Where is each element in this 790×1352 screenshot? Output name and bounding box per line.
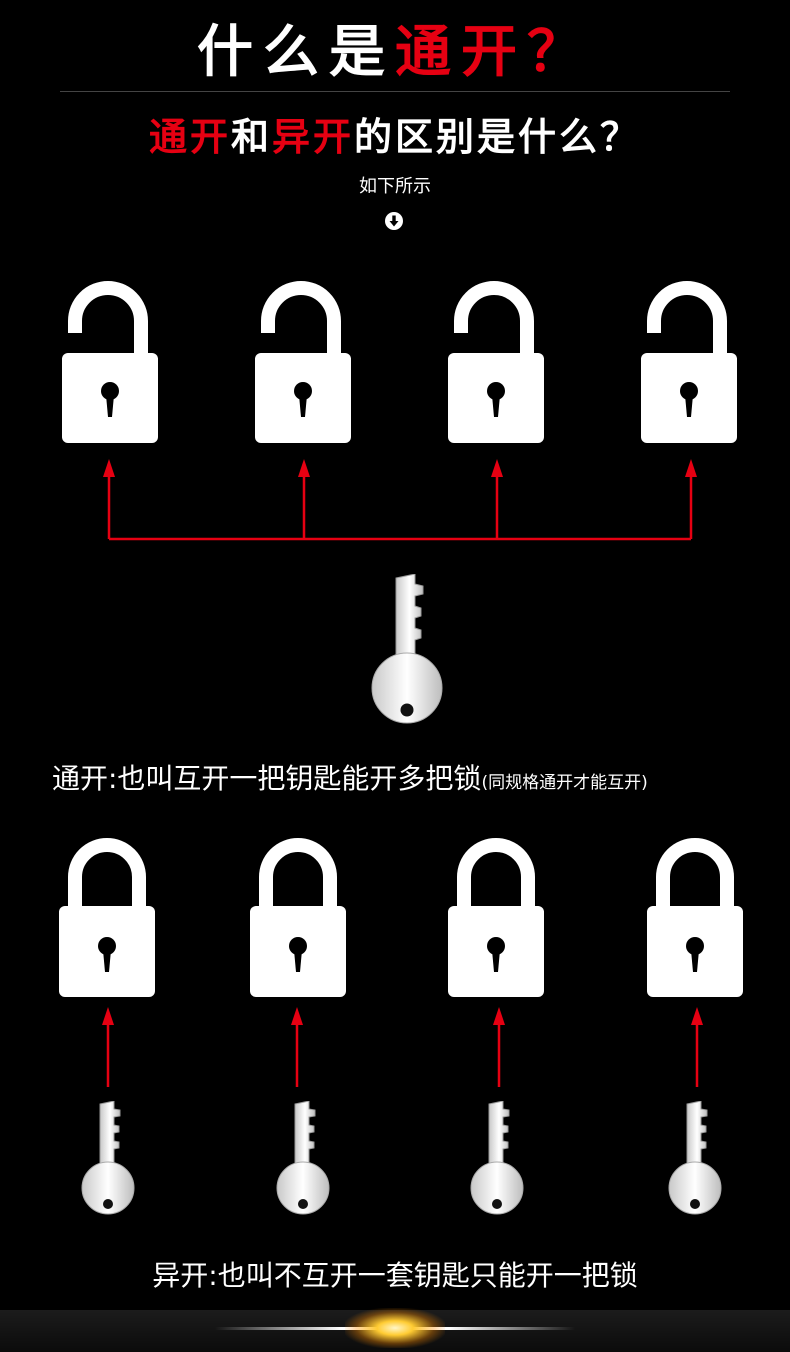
red-arrow-up-icon [691, 1007, 703, 1087]
subtitle-term-tongkai: 通开 [148, 115, 231, 159]
title-accent: 通开？ [395, 20, 593, 85]
tongkai-caption-main: 通开:也叫互开一把钥匙能开多把锁 [52, 762, 482, 795]
red-arrow-up-icon [298, 459, 310, 477]
closed-padlock-icon [59, 838, 155, 997]
red-arrow-up-icon [291, 1007, 303, 1087]
tongkai-caption: 通开:也叫互开一把钥匙能开多把锁(同规格通开才能互开) [52, 757, 648, 805]
closed-padlock-icon [250, 838, 346, 997]
red-arrow-up-icon [493, 1007, 505, 1087]
open-padlock-icon [255, 281, 351, 443]
key-icon [470, 1101, 524, 1215]
red-arrow-connector [103, 459, 697, 541]
hint-text: 如下所示 [359, 176, 431, 197]
red-arrow-up-icon [103, 459, 115, 477]
page-title: 什么是通开？ [0, 18, 790, 88]
key-icon [371, 574, 443, 724]
red-arrow-up-icon [685, 459, 697, 477]
subtitle-term-yikai: 异开 [272, 115, 355, 159]
tongkai-caption-note: (同规格通开才能互开) [481, 773, 648, 793]
open-padlock-icon [641, 281, 737, 443]
arrow-down-circle-icon [385, 212, 403, 230]
red-arrow-up-icon [102, 1007, 114, 1087]
open-padlock-icon [62, 281, 158, 443]
closed-padlock-icon [647, 838, 743, 997]
red-arrow-up-icon [491, 459, 503, 477]
closed-padlock-icon [448, 838, 544, 997]
key-icon [276, 1101, 330, 1215]
subtitle-and: 和 [230, 115, 272, 159]
title-divider [60, 91, 730, 92]
subtitle: 通开和异开的区别是什么？ [0, 112, 790, 162]
yikai-caption: 异开:也叫不互开一套钥匙只能开一把锁 [152, 1259, 638, 1292]
key-icon [81, 1101, 135, 1215]
light-glow [345, 1308, 445, 1348]
subtitle-question: 的区别是什么？ [354, 115, 642, 159]
key-icon [668, 1101, 722, 1215]
title-prefix: 什么是 [197, 20, 395, 85]
open-padlock-icon [448, 281, 544, 443]
